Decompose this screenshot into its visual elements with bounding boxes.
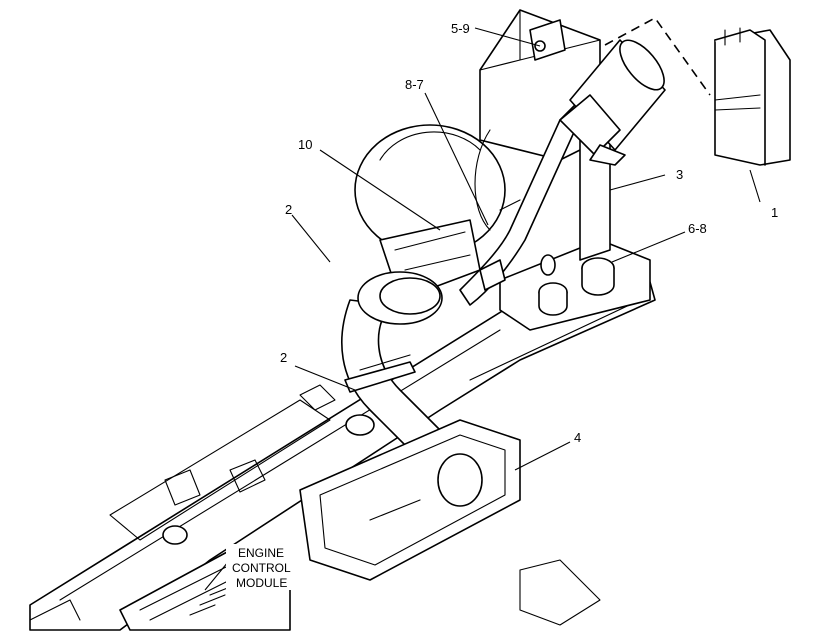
engine-control-module-label: ENGINE CONTROL MODULE xyxy=(226,544,296,590)
callout-3: 3 xyxy=(676,167,683,182)
callout-4: 4 xyxy=(574,430,581,445)
sensor-cylinder xyxy=(559,39,666,166)
callout-10: 10 xyxy=(298,137,312,152)
leader-lines xyxy=(204,27,761,591)
bolt-group xyxy=(538,254,615,316)
callout-5-9: 5-9 xyxy=(451,21,470,36)
callout-6-8: 6-8 xyxy=(688,221,707,236)
flexible-hose xyxy=(341,271,451,461)
callout-8-7: 8-7 xyxy=(405,77,424,92)
module-label-line1: ENGINE xyxy=(238,546,284,560)
callout-2-upper: 2 xyxy=(285,202,292,217)
module-label-line2: CONTROL xyxy=(232,561,291,575)
callout-1: 1 xyxy=(771,205,778,220)
connection-path xyxy=(604,16,711,96)
connector-assembly xyxy=(714,27,791,166)
callout-2-lower: 2 xyxy=(280,350,287,365)
module-box xyxy=(299,419,521,581)
module-label-line3: MODULE xyxy=(236,576,287,590)
callouts: 5-9 8-7 10 2 3 1 6-8 2 4 xyxy=(280,21,778,445)
